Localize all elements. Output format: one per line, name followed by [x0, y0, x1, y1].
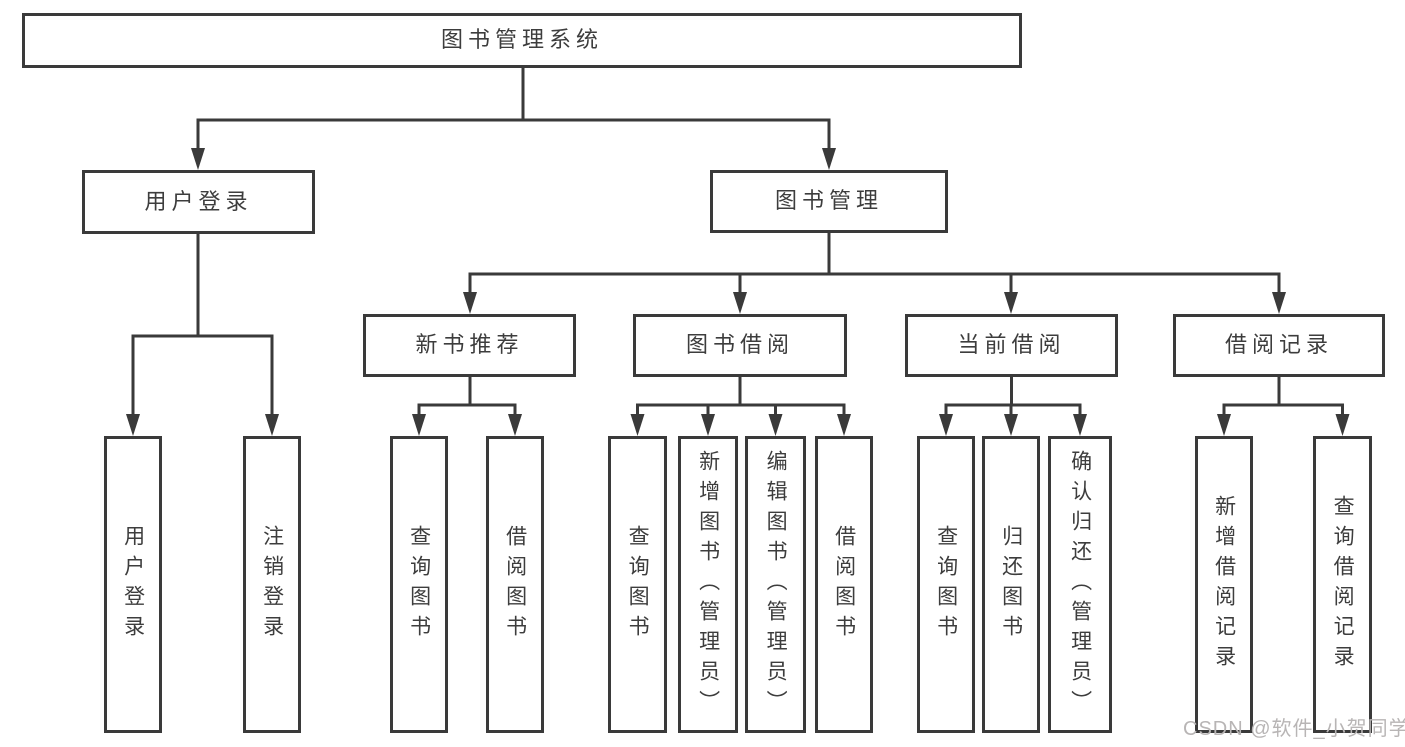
node-book-management: 图书管理 [710, 170, 948, 233]
leaf-edit-book-admin: 编辑图书（管理员） [745, 436, 806, 733]
leaf-user-login: 用户登录 [104, 436, 162, 733]
leaf-add-borrow-record: 新增借阅记录 [1195, 436, 1253, 733]
watermark: CSDN @软件_小贺同学 [1183, 718, 1405, 740]
node-current-borrow: 当前借阅 [905, 314, 1118, 377]
leaf-return-books: 归还图书 [982, 436, 1040, 733]
node-book-borrow: 图书借阅 [633, 314, 847, 377]
node-borrow-records: 借阅记录 [1173, 314, 1385, 377]
node-user-login: 用户登录 [82, 170, 315, 234]
leaf-query-books-2: 查询图书 [608, 436, 667, 733]
node-root: 图书管理系统 [22, 13, 1022, 68]
leaf-add-book-admin: 新增图书（管理员） [678, 436, 738, 733]
leaf-query-borrow-record: 查询借阅记录 [1313, 436, 1372, 733]
leaf-query-books-1: 查询图书 [390, 436, 448, 733]
leaf-query-books-3: 查询图书 [917, 436, 975, 733]
leaf-confirm-return-admin: 确认归还（管理员） [1048, 436, 1112, 733]
node-new-book-recommend: 新书推荐 [363, 314, 576, 377]
leaf-borrow-books-1: 借阅图书 [486, 436, 544, 733]
leaf-borrow-books-2: 借阅图书 [815, 436, 873, 733]
leaf-logout: 注销登录 [243, 436, 301, 733]
